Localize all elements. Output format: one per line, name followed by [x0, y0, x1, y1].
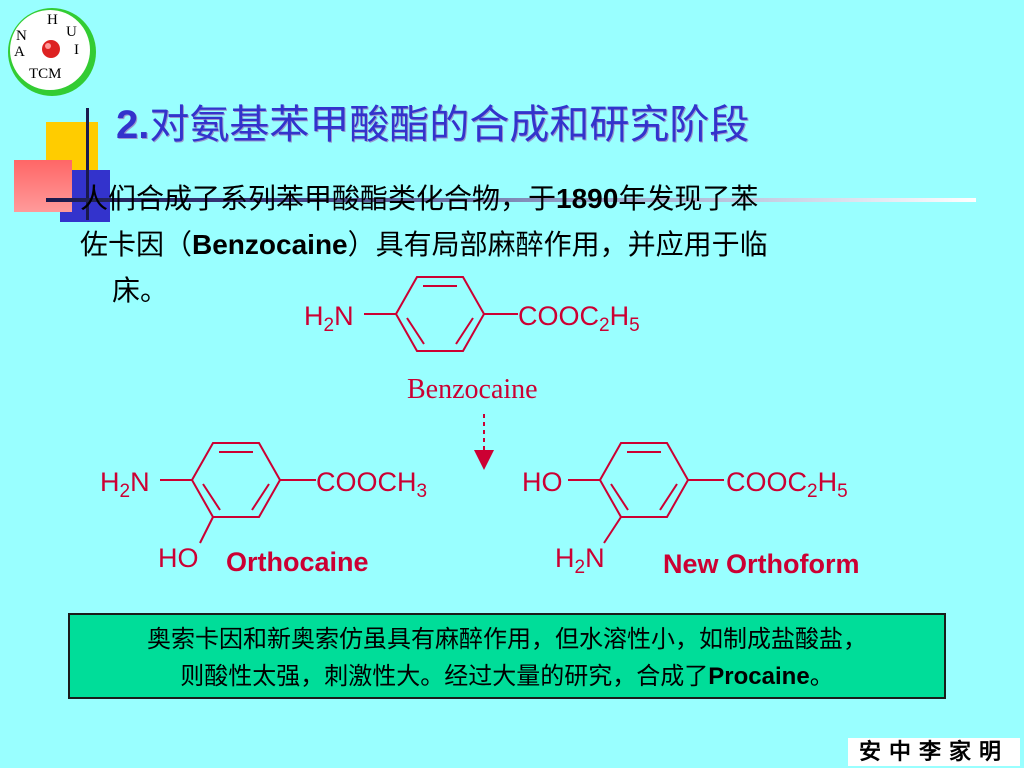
- para-compound-name: Benzocaine: [192, 229, 348, 260]
- hutcm-logo: H U N I A TCM: [8, 8, 96, 96]
- decor-pink-block: [14, 160, 72, 212]
- new-orthoform-name: New Orthoform: [663, 549, 860, 579]
- orthocaine-left-group: H2N: [100, 467, 150, 502]
- para-year: 1890: [556, 183, 619, 214]
- benzene-ring: [598, 442, 690, 518]
- orthocaine-name: Orthocaine: [226, 547, 369, 577]
- new-orthoform-ortho-group: H2N: [555, 543, 605, 578]
- orthocaine-structure: H2N COOCH3 HO Orthocaine: [100, 442, 427, 577]
- author-signature: 安中李家明: [848, 738, 1020, 766]
- benzene-ring: [190, 442, 282, 518]
- note-text: 。: [809, 662, 834, 690]
- orthocaine-right-group: COOCH3: [316, 467, 427, 502]
- benzocaine-left-group: H2N: [304, 301, 354, 336]
- note-line-2: 则酸性太强，刺激性大。经过大量的研究，合成了Procaine。: [70, 658, 944, 695]
- para-text: 佐卡因（: [80, 228, 193, 261]
- logo-letter-i: I: [74, 42, 79, 58]
- note-line-1: 奥索卡因和新奥索仿虽具有麻醉作用，但水溶性小，如制成盐酸盐，: [147, 625, 867, 653]
- new-orthoform-structure: HO COOC2H5 H2N New Orthoform: [522, 442, 860, 579]
- logo-letter-n: N: [16, 28, 27, 44]
- body-paragraph: 人们合成了系列苯甲酸酯类化合物，于1890年发现了苯 佐卡因（Benzocain…: [80, 176, 940, 314]
- note-text: 则酸性太强，刺激性大。经过大量的研究，合成了: [180, 662, 709, 690]
- para-line-3: 床。: [112, 274, 169, 307]
- new-orthoform-right-group: COOC2H5: [726, 467, 848, 502]
- para-line-2: 佐卡因（Benzocaine）具有局部麻醉作用，并应用于临: [80, 222, 940, 268]
- logo-letter-h: H: [47, 12, 58, 28]
- decor-vertical-line: [86, 108, 89, 220]
- logo-letter-u: U: [66, 24, 77, 40]
- para-line-1: 人们合成了系列苯甲酸酯类化合物，于1890年发现了苯: [80, 176, 940, 222]
- orthocaine-ortho-group: HO: [158, 543, 199, 573]
- benzocaine-structure: H2N COOC2H5 Benzocaine: [304, 276, 640, 405]
- benzocaine-right-group: COOC2H5: [518, 301, 640, 336]
- benzocaine-name: Benzocaine: [407, 374, 538, 405]
- decor-horizontal-line: [46, 198, 976, 202]
- title-number: 2.: [116, 103, 150, 147]
- para-text: 人们合成了系列苯甲酸酯类化合物，于: [80, 182, 557, 215]
- slide-title: 2.对氨基苯甲酸酯的合成和研究阶段: [116, 92, 749, 150]
- benzene-ring: [394, 276, 486, 352]
- note-box: 奥索卡因和新奥索仿虽具有麻醉作用，但水溶性小，如制成盐酸盐， 则酸性太强，刺激性…: [68, 613, 946, 699]
- note-compound-name: Procaine: [708, 663, 810, 690]
- title-text: 对氨基苯甲酸酯的合成和研究阶段: [149, 102, 750, 148]
- new-orthoform-left-group: HO: [522, 467, 563, 497]
- logo-letter-a: A: [14, 44, 25, 60]
- para-text: 年发现了苯: [618, 182, 759, 215]
- logo-text: TCM: [29, 66, 62, 82]
- para-text: ）具有局部麻醉作用，并应用于临: [347, 228, 768, 261]
